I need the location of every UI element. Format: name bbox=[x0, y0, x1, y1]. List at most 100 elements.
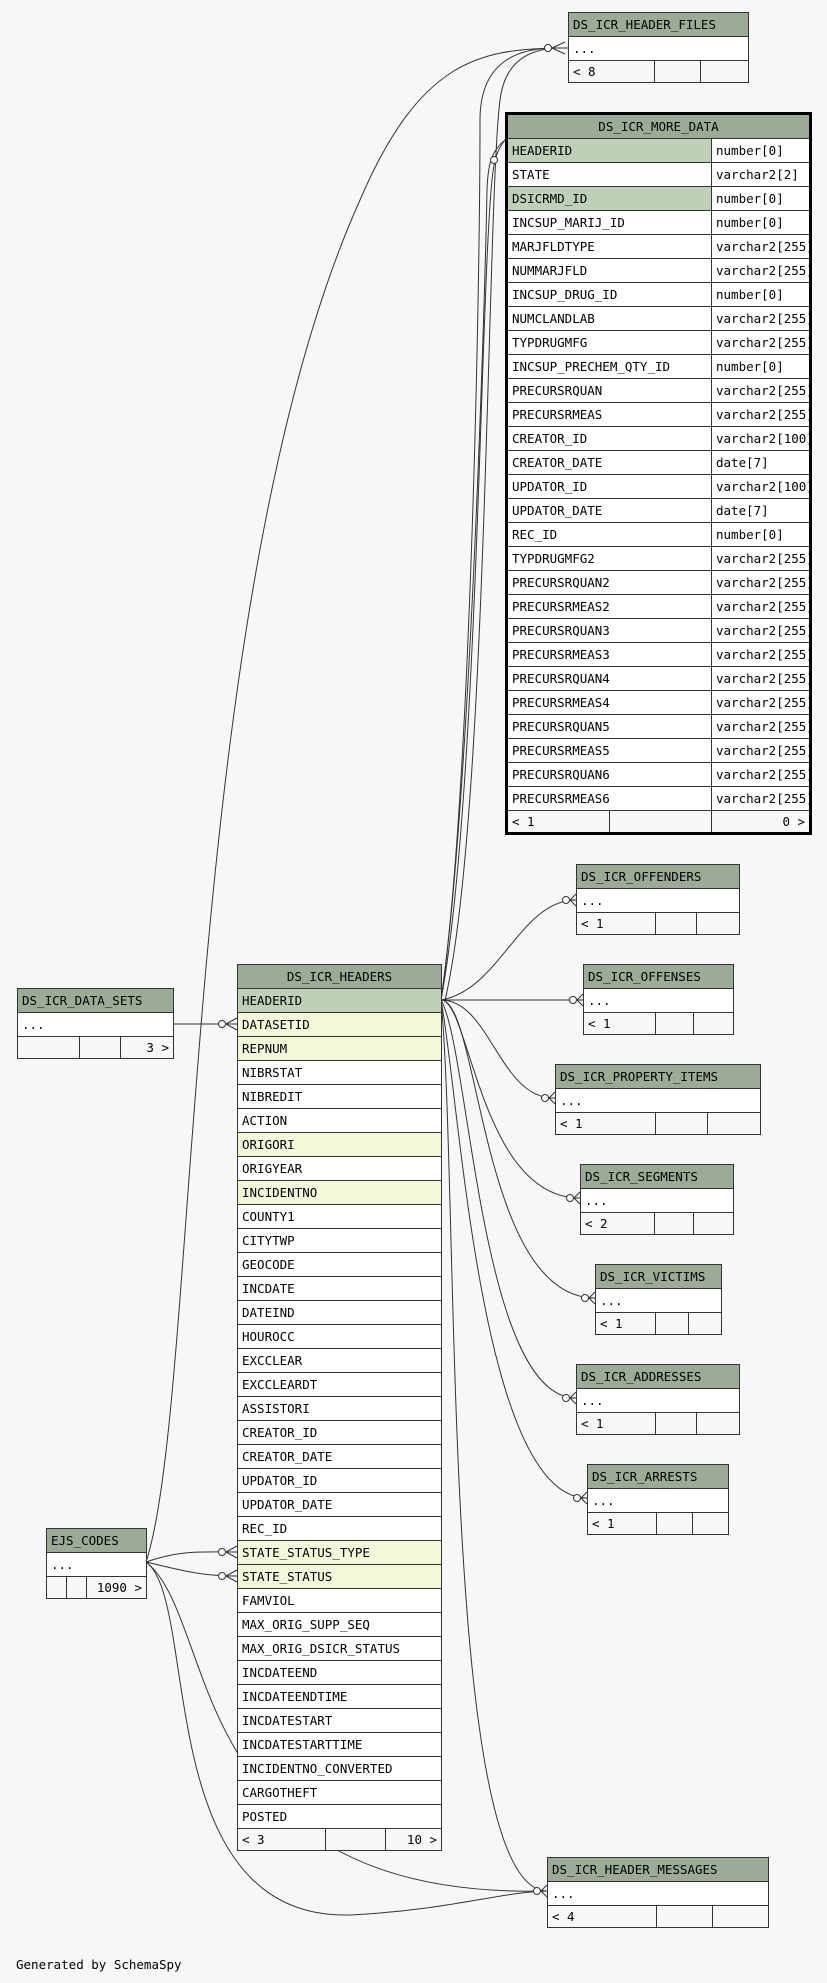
child-count[interactable] bbox=[699, 60, 750, 83]
table-row[interactable]: ORIGORI bbox=[236, 1132, 443, 1157]
table-row[interactable]: CITYTWP bbox=[236, 1228, 443, 1253]
table-row[interactable]: CARGOTHEFT bbox=[236, 1780, 443, 1805]
table-ds-icr-data-sets[interactable]: DS_ICR_DATA_SETS ... 3 > bbox=[17, 988, 174, 1059]
table-ds-icr-offenders[interactable]: DS_ICR_OFFENDERS ... < 1 bbox=[576, 864, 740, 935]
child-count[interactable] bbox=[706, 1112, 762, 1135]
child-count[interactable] bbox=[696, 912, 740, 935]
table-row[interactable]: DATASETID bbox=[236, 1012, 443, 1037]
table-row[interactable]: FAMVIOL bbox=[236, 1588, 443, 1613]
child-count[interactable]: 0 > bbox=[710, 810, 812, 834]
child-count[interactable]: 3 > bbox=[120, 1036, 174, 1059]
table-ds-icr-header-files[interactable]: DS_ICR_HEADER_FILES ... < 8 bbox=[567, 12, 750, 83]
table-row[interactable]: COUNTY1 bbox=[236, 1204, 443, 1229]
parent-count[interactable]: < 3 bbox=[237, 1828, 326, 1851]
parent-count[interactable]: < 1 bbox=[576, 912, 656, 935]
parent-count[interactable]: < 4 bbox=[547, 1905, 657, 1928]
table-row[interactable]: STATE_STATUS bbox=[236, 1564, 443, 1589]
table-row[interactable]: REC_ID bbox=[236, 1516, 443, 1541]
table-row[interactable]: INCIDENTNO_CONVERTED bbox=[236, 1756, 443, 1781]
table-ejs-codes[interactable]: EJS_CODES ... 1090 > bbox=[46, 1528, 147, 1599]
table-row[interactable]: INCIDENTNO bbox=[236, 1180, 443, 1205]
table-row[interactable]: EXCCLEARDT bbox=[236, 1372, 443, 1397]
parent-count[interactable]: < 1 bbox=[587, 1512, 657, 1535]
table-row[interactable]: MAX_ORIG_DSICR_STATUS bbox=[236, 1636, 443, 1661]
table-row[interactable]: ACTION bbox=[236, 1108, 443, 1133]
table-row[interactable]: STATE_STATUS_TYPE bbox=[236, 1540, 443, 1565]
child-count[interactable] bbox=[687, 1312, 723, 1335]
table-row[interactable]: ORIGYEAR bbox=[236, 1156, 443, 1181]
child-count[interactable] bbox=[711, 1905, 770, 1928]
table-row[interactable]: CREATOR_DATE bbox=[236, 1444, 443, 1469]
table-row[interactable]: HOUROCC bbox=[236, 1324, 443, 1349]
table-ds-icr-property-items[interactable]: DS_ICR_PROPERTY_ITEMS ... < 1 bbox=[554, 1064, 762, 1135]
table-ds-icr-addresses[interactable]: DS_ICR_ADDRESSES ... < 1 bbox=[576, 1364, 740, 1435]
child-count[interactable] bbox=[692, 1012, 735, 1035]
table-row[interactable]: GEOCODE bbox=[236, 1252, 443, 1277]
table-row[interactable]: UPDATOR_ID bbox=[236, 1468, 443, 1493]
child-count[interactable] bbox=[696, 1412, 740, 1435]
table-row[interactable]: POSTED bbox=[236, 1804, 443, 1829]
table-ds-icr-arrests[interactable]: DS_ICR_ARRESTS ... < 1 bbox=[586, 1464, 730, 1535]
table-row[interactable]: INCDATEENDTIME bbox=[236, 1684, 443, 1709]
parent-count[interactable] bbox=[17, 1036, 80, 1059]
table-row[interactable]: CREATOR_ID bbox=[236, 1420, 443, 1445]
table-row[interactable]: HEADERID bbox=[236, 988, 443, 1013]
table-row[interactable]: MAX_ORIG_SUPP_SEQ bbox=[236, 1612, 443, 1637]
parent-count[interactable] bbox=[46, 1576, 67, 1599]
child-count[interactable]: 1090 > bbox=[86, 1576, 147, 1599]
table-row[interactable]: NIBREDIT bbox=[236, 1084, 443, 1109]
child-count[interactable] bbox=[691, 1512, 730, 1535]
parent-count[interactable]: < 1 bbox=[583, 1012, 656, 1035]
table-ds-icr-segments[interactable]: DS_ICR_SEGMENTS ... < 2 bbox=[579, 1164, 735, 1235]
table-row[interactable]: ASSISTORI bbox=[236, 1396, 443, 1421]
table-row[interactable]: NIBRSTAT bbox=[236, 1060, 443, 1085]
table-row[interactable]: REPNUM bbox=[236, 1036, 443, 1061]
table-row[interactable]: UPDATOR_DATE bbox=[236, 1492, 443, 1517]
parent-count[interactable]: < 8 bbox=[568, 60, 655, 83]
table-row[interactable]: INCDATESTART bbox=[236, 1708, 443, 1733]
parent-count[interactable]: < 1 bbox=[555, 1112, 656, 1135]
parent-count[interactable]: < 1 bbox=[508, 811, 610, 832]
table-row[interactable]: INCDATESTARTTIME bbox=[236, 1732, 443, 1757]
table-row[interactable]: INCDATE bbox=[236, 1276, 443, 1301]
child-count[interactable]: 10 > bbox=[384, 1828, 443, 1851]
table-row[interactable]: INCDATEEND bbox=[236, 1660, 443, 1685]
parent-count[interactable]: < 1 bbox=[576, 1412, 656, 1435]
table-row[interactable]: EXCCLEAR bbox=[236, 1348, 443, 1373]
table-ds-icr-header-messages[interactable]: DS_ICR_HEADER_MESSAGES ... < 4 bbox=[546, 1857, 770, 1928]
table-ds-icr-offenses[interactable]: DS_ICR_OFFENSES ... < 1 bbox=[582, 964, 735, 1035]
parent-count[interactable]: < 1 bbox=[595, 1312, 656, 1335]
parent-count[interactable]: < 2 bbox=[580, 1212, 655, 1235]
table-row[interactable]: DATEIND bbox=[236, 1300, 443, 1325]
child-count[interactable] bbox=[692, 1212, 735, 1235]
table-ds-icr-victims[interactable]: DS_ICR_VICTIMS ... < 1 bbox=[594, 1264, 723, 1335]
